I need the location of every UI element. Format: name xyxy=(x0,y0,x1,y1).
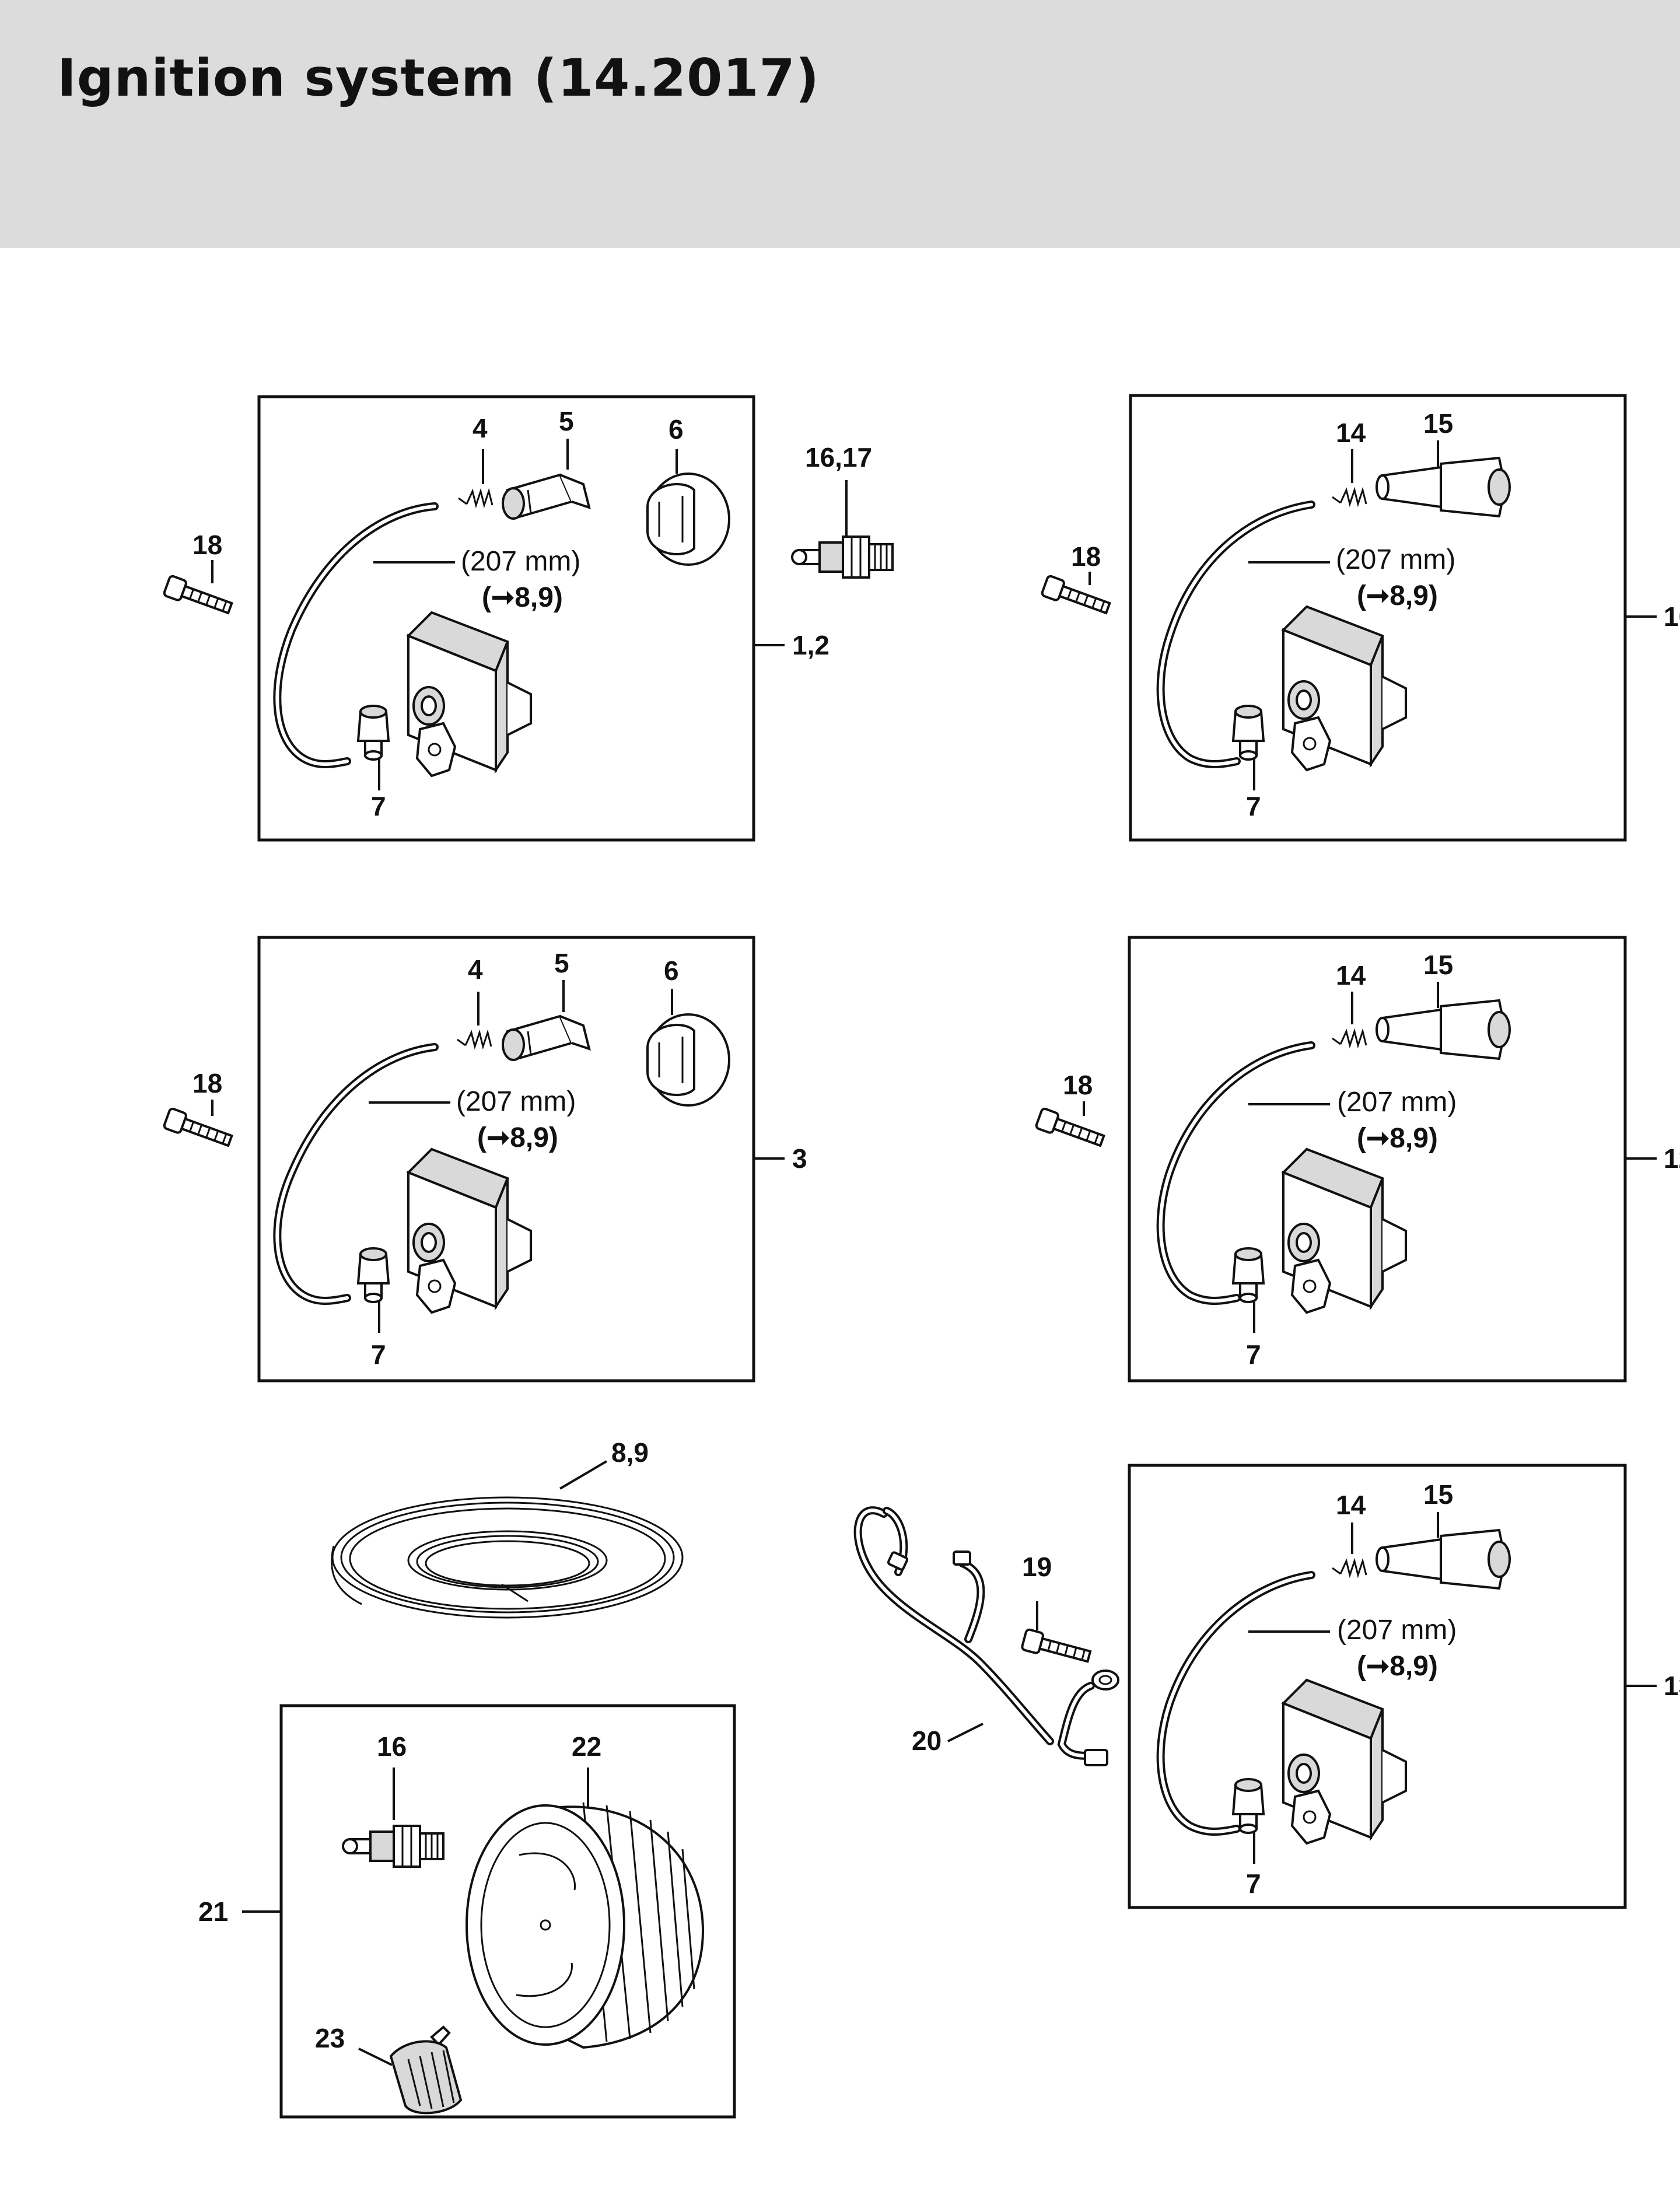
connector-icon xyxy=(357,705,390,761)
cable-length-note: (207 mm) xyxy=(1337,1615,1457,1646)
assembly-kit-1-2 xyxy=(273,439,785,790)
part-labels: 4 5 6 7 16,17 18 1,2 (207 mm) (➞8,9) 14 … xyxy=(192,406,1680,2053)
label-5: 5 xyxy=(559,406,574,436)
label-7: 7 xyxy=(1246,1868,1261,1899)
spark-plug-icon xyxy=(791,536,894,579)
label-14: 14 xyxy=(1336,1490,1366,1520)
ignition-module-icon xyxy=(407,1148,532,1314)
label-19: 19 xyxy=(1022,1552,1052,1582)
spark-plug-icon xyxy=(342,1825,444,1868)
wiring-harness-icon xyxy=(853,1506,1119,1766)
spark-plug-boot-icon xyxy=(502,1015,590,1061)
page-title: Ignition system (14.2017) xyxy=(57,48,820,108)
label-15: 15 xyxy=(1423,1479,1453,1510)
cable-length-note: (207 mm) xyxy=(1337,1087,1457,1118)
cable-length-note: (207 mm) xyxy=(456,1086,576,1117)
label-15: 15 xyxy=(1423,408,1453,439)
header-band xyxy=(0,0,1680,248)
connector-icon xyxy=(357,1247,390,1303)
connector-icon xyxy=(1232,1778,1265,1834)
cable-ref-note: (➞8,9) xyxy=(1357,1651,1438,1682)
frame-kit-12 xyxy=(1128,936,1627,1382)
label-14: 14 xyxy=(1336,960,1366,991)
spark-plug-boot-icon xyxy=(1376,457,1511,517)
screw-icon xyxy=(1034,1107,1107,1152)
cable-ref-note: (➞8,9) xyxy=(477,1122,558,1153)
label-group-10-11: 10,11 xyxy=(1664,601,1680,632)
label-7: 7 xyxy=(371,791,386,821)
label-21: 21 xyxy=(198,1896,228,1927)
ignition-lead-coil-icon xyxy=(331,1496,684,1619)
label-18: 18 xyxy=(192,1068,222,1098)
spring-icon xyxy=(456,1031,492,1048)
label-group-12: 12 xyxy=(1664,1143,1680,1174)
grommet-icon xyxy=(646,1013,730,1107)
label-18: 18 xyxy=(192,530,222,560)
label-18: 18 xyxy=(1063,1070,1093,1100)
spring-icon xyxy=(1331,1030,1367,1046)
frame-kit-3 xyxy=(257,936,755,1382)
screw-icon xyxy=(162,1107,235,1152)
frame-kit-10-11 xyxy=(1129,394,1627,842)
label-22: 22 xyxy=(572,1731,601,1762)
assembly-kit-3 xyxy=(273,980,785,1333)
screw-icon xyxy=(162,574,235,620)
connector-icon xyxy=(1232,1247,1265,1303)
label-6: 6 xyxy=(668,414,684,444)
spring-icon xyxy=(457,490,494,506)
label-group-13: 13 xyxy=(1664,1671,1680,1701)
label-8-9: 8,9 xyxy=(611,1437,649,1468)
screw-icon xyxy=(1020,1628,1093,1668)
air-filter-icon xyxy=(466,1802,705,2049)
label-7: 7 xyxy=(1246,1339,1261,1370)
fuel-filter-icon xyxy=(389,2025,463,2115)
label-16-17: 16,17 xyxy=(805,442,872,473)
label-6: 6 xyxy=(664,956,679,986)
assembly-kit-13 xyxy=(1156,1512,1657,1864)
label-4: 4 xyxy=(468,954,483,985)
ignition-module-icon xyxy=(1282,606,1407,771)
ignition-module-icon xyxy=(1282,1679,1407,1845)
label-23: 23 xyxy=(315,2023,345,2053)
cable-ref-note: (➞8,9) xyxy=(1357,1123,1438,1154)
assembly-kit-12 xyxy=(1156,982,1657,1333)
label-7: 7 xyxy=(371,1339,386,1370)
label-18: 18 xyxy=(1071,541,1101,572)
label-group-3: 3 xyxy=(792,1143,807,1174)
cable-length-note: (207 mm) xyxy=(1336,544,1455,575)
spark-plug-boot-icon xyxy=(1376,1529,1511,1590)
spark-plug-boot-icon xyxy=(1376,999,1511,1060)
frame-kit-1-2 xyxy=(257,395,755,842)
ignition-module-icon xyxy=(407,611,532,777)
cable-length-note: (207 mm) xyxy=(461,546,580,577)
assembly-kit-10-11 xyxy=(1156,440,1657,790)
cable-ref-note: (➞8,9) xyxy=(1357,580,1438,611)
label-group-1-2: 1,2 xyxy=(792,630,830,660)
assembly-kit-21 xyxy=(242,1768,705,2115)
label-7: 7 xyxy=(1246,791,1261,821)
spark-plug-boot-icon xyxy=(502,474,590,520)
label-16: 16 xyxy=(377,1731,407,1762)
grommet-icon xyxy=(646,473,730,566)
ignition-module-icon xyxy=(1282,1148,1407,1314)
label-15: 15 xyxy=(1423,950,1453,980)
screw-icon xyxy=(1040,574,1113,620)
cable-ref-note: (➞8,9) xyxy=(482,582,563,613)
label-20: 20 xyxy=(912,1726,942,1756)
spring-icon xyxy=(1331,489,1367,505)
connector-icon xyxy=(1232,705,1265,761)
label-5: 5 xyxy=(554,948,569,978)
label-4: 4 xyxy=(473,413,488,443)
label-14: 14 xyxy=(1336,418,1366,448)
spring-icon xyxy=(1331,1560,1367,1576)
frame-kit-13 xyxy=(1128,1464,1627,1909)
